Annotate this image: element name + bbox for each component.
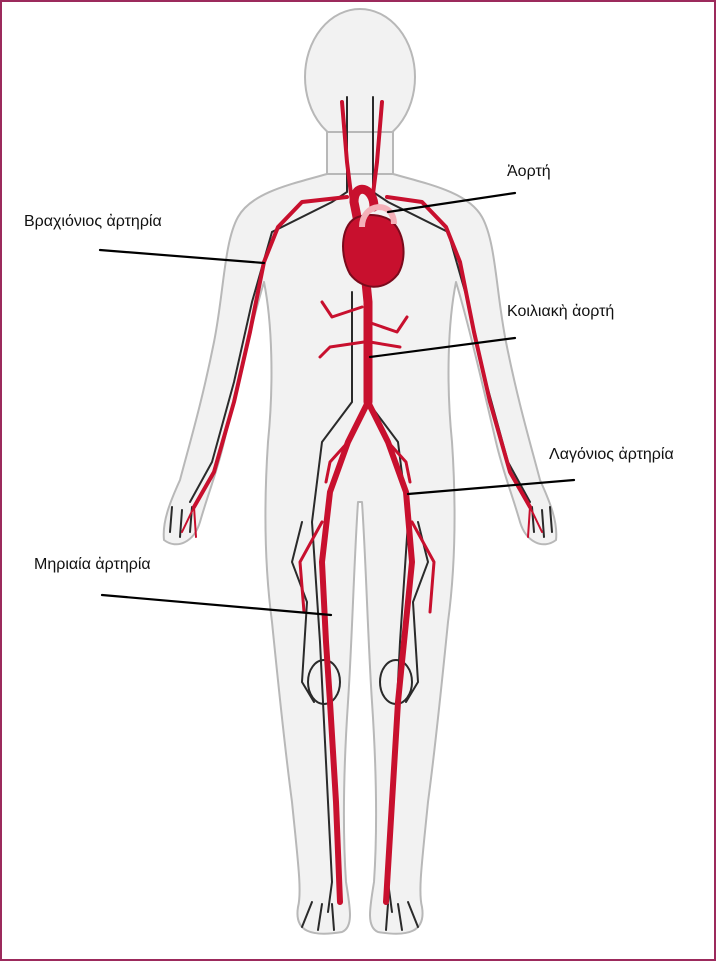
heart <box>343 215 404 287</box>
body-silhouette <box>164 9 557 934</box>
label-brachial-artery: Βραχιόνιος ἀρτηρία <box>24 214 162 230</box>
label-femoral-artery: Μηριαία ἀρτηρία <box>34 557 151 573</box>
label-iliac-artery: Λαγόνιος ἀρτηρία <box>549 447 674 463</box>
label-celiac-aorta: Κοιλιακὴ ἀορτή <box>507 304 614 320</box>
label-aorta: Ἀορτή <box>507 164 551 180</box>
